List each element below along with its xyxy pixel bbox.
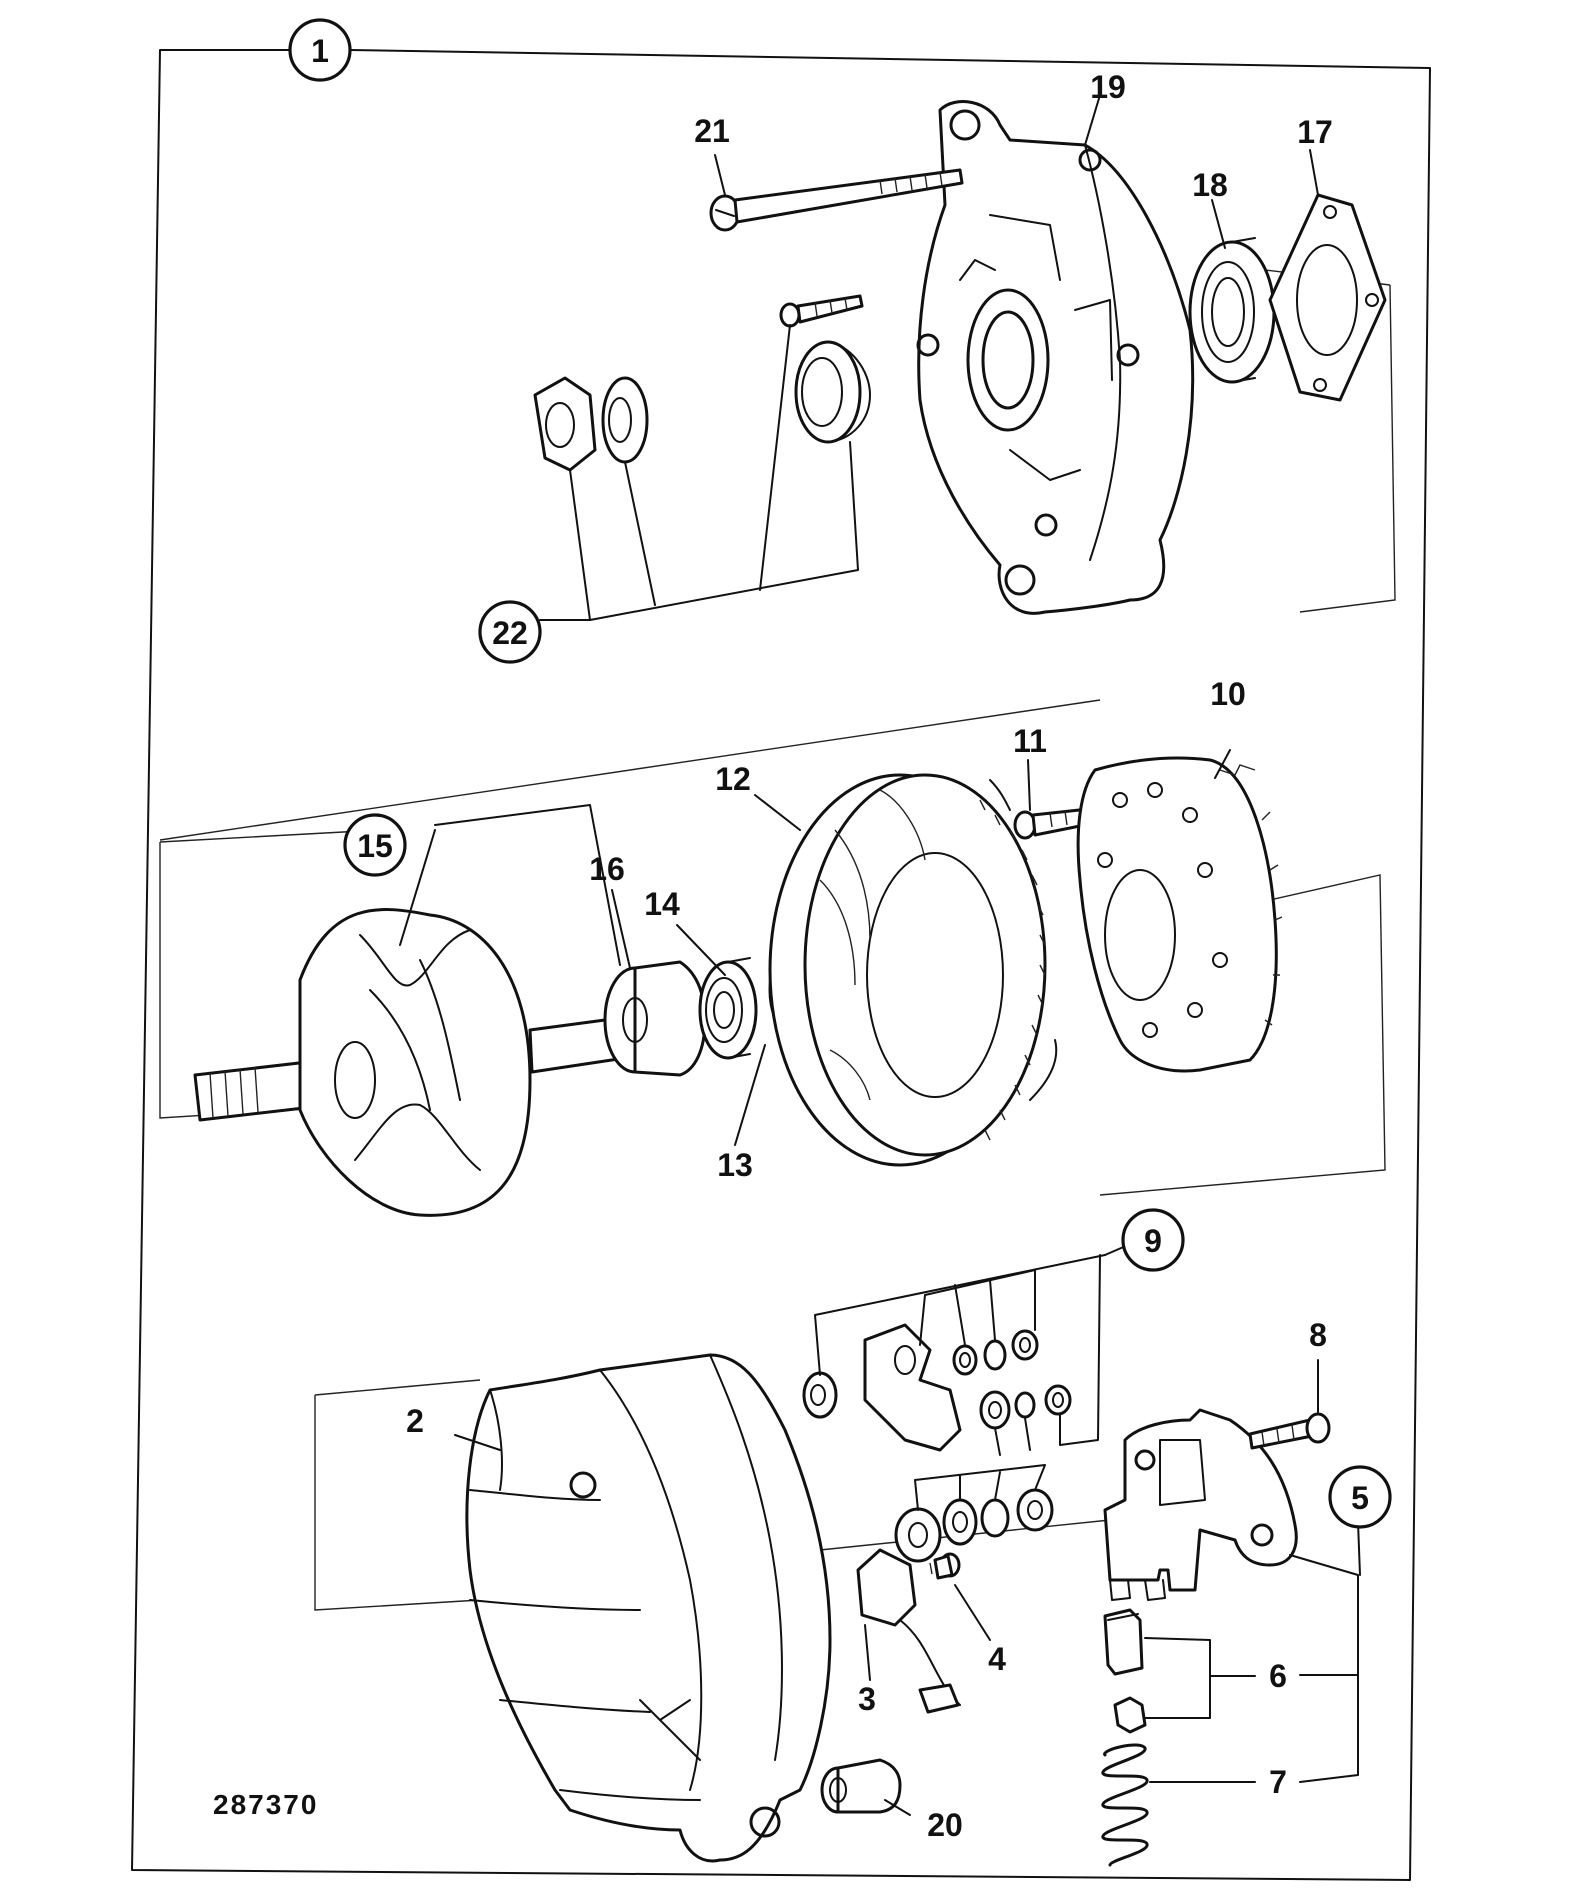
carbon-brush: [1103, 1608, 1144, 1676]
bearing-slip-ring-end: [698, 957, 758, 1060]
housing-bush: [820, 1758, 902, 1814]
label-21: 21: [694, 113, 730, 149]
label-13: 13: [717, 1147, 753, 1183]
capacitor-screw: [929, 1552, 961, 1580]
callout-circle-1: [288, 18, 352, 82]
label-16: 16: [589, 851, 625, 887]
regulator-bolt: [1248, 1412, 1331, 1450]
label-10: 10: [1210, 676, 1246, 712]
bearing-drive-end: [1188, 237, 1276, 384]
label-7: 7: [1269, 1764, 1287, 1800]
small-screw: [779, 294, 864, 328]
drive-end-housing: [916, 100, 1195, 615]
suppression-capacitor: [856, 1548, 961, 1714]
brush-cap: [1113, 1696, 1147, 1734]
label-8: 8: [1309, 1317, 1327, 1353]
label-20: 20: [927, 1807, 963, 1843]
label-2: 2: [406, 1403, 424, 1439]
slip-ring-end-housing: [465, 1353, 832, 1863]
label-22: 22: [492, 615, 528, 651]
stator: [768, 773, 1058, 1167]
rectifier-plate: [1076, 756, 1283, 1073]
callout-circle-9: [1121, 1208, 1185, 1272]
regulator-brush-holder: [1103, 1408, 1298, 1601]
reference-number: 287370: [213, 1789, 318, 1820]
callout-circle-22: [478, 600, 542, 664]
label-4: 4: [988, 1641, 1006, 1677]
label-14: 14: [644, 886, 680, 922]
label-5: 5: [1351, 1480, 1369, 1516]
leader-9: [814, 1244, 1129, 1511]
rotor-assembly: [193, 908, 631, 1217]
washer-set-9: [802, 1329, 1072, 1563]
leader-lines: [399, 94, 1319, 1816]
label-9: 9: [1144, 1223, 1162, 1259]
label-6: 6: [1269, 1658, 1287, 1694]
label-3: 3: [858, 1681, 876, 1717]
label-19: 19: [1090, 69, 1126, 105]
label-12: 12: [715, 761, 751, 797]
label-1: 1: [311, 33, 329, 69]
leader-5-6-7: [1144, 1521, 1361, 1783]
through-bolt: [709, 168, 964, 232]
bearing-retainer-plate: [1268, 193, 1387, 402]
leader-22: [539, 324, 859, 621]
spacer-bush: [794, 340, 871, 444]
rotor-spacer: [603, 960, 707, 1077]
label-17: 17: [1297, 114, 1333, 150]
fastener-nut: [533, 376, 597, 472]
fastener-washer: [601, 376, 649, 464]
label-18: 18: [1192, 167, 1228, 203]
insulator-block: [863, 1323, 962, 1452]
callout-circle-5: [1328, 1465, 1392, 1529]
callout-circle-15: [343, 813, 407, 877]
brush-spring: [1101, 1743, 1149, 1867]
label-15: 15: [357, 828, 393, 864]
label-11: 11: [1013, 723, 1047, 759]
assembly-frame: [131, 49, 1431, 1881]
